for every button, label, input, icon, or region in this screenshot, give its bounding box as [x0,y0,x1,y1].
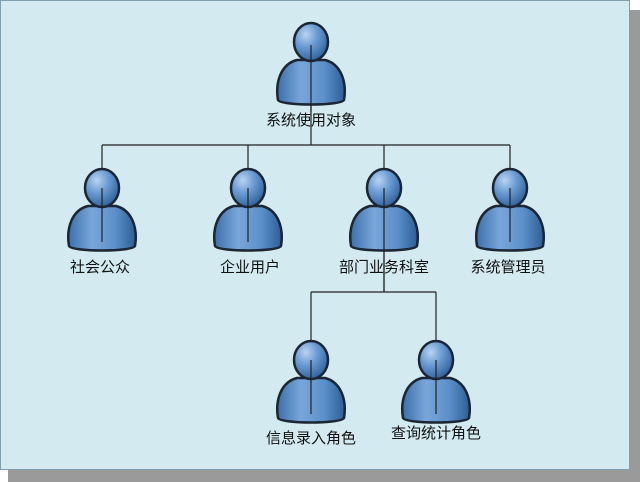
grandchild-label-data-entry: 信息录入角色 [265,429,357,447]
root-label: 系统使用对象 [265,111,357,129]
child-label-department: 部门业务科室 [338,258,430,276]
grandchild-label-query-stats: 查询统计角色 [390,424,482,442]
child-label-admin: 系统管理员 [470,258,546,276]
child-label-public: 社会公众 [69,258,131,276]
child-label-enterprise: 企业用户 [219,258,281,276]
